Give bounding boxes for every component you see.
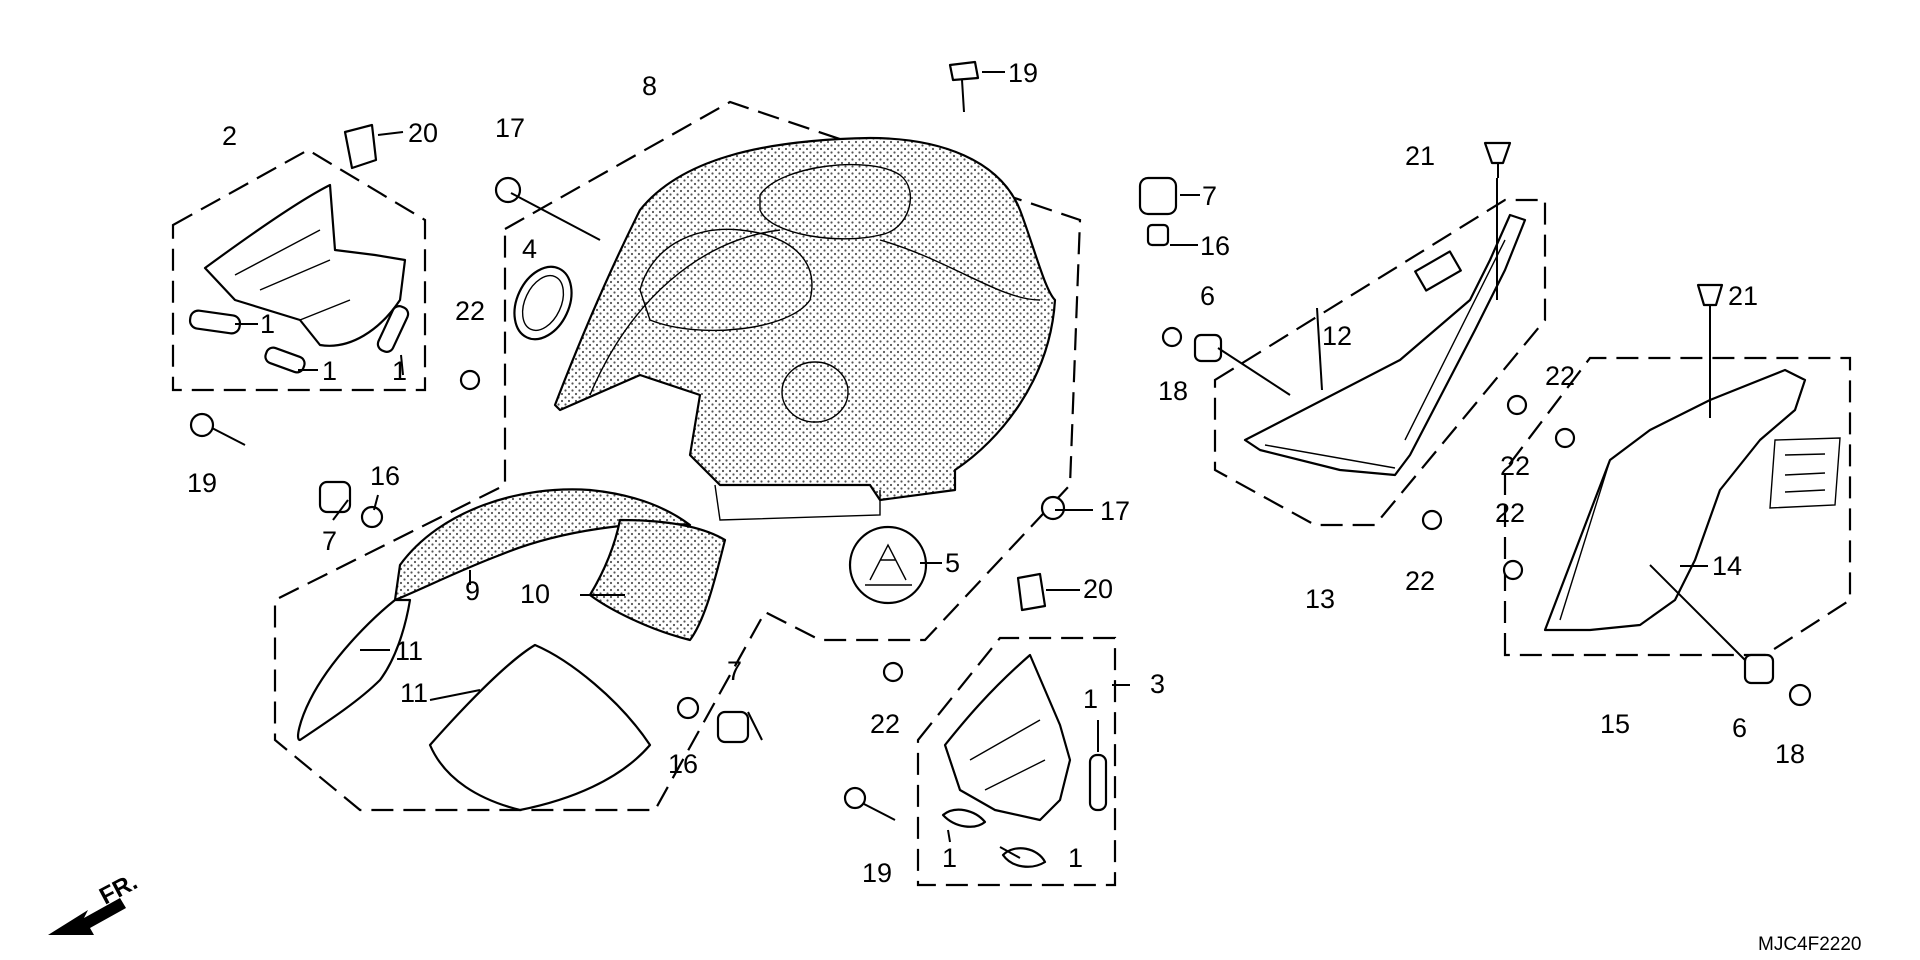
part-11-lower-shape xyxy=(428,643,652,812)
callout-7-top: 7 xyxy=(1202,181,1217,211)
clip-20-top xyxy=(343,123,378,170)
grommet-7-left xyxy=(318,480,352,514)
callout-1-e: 1 xyxy=(942,843,957,873)
callout-18-upper: 18 xyxy=(1158,376,1188,406)
collar-18-upper xyxy=(1161,326,1183,348)
callout-22-bottom: 22 xyxy=(870,709,900,739)
front-label: FR. xyxy=(95,868,142,910)
callout-6-lower: 6 xyxy=(1732,713,1747,743)
callout-12: 12 xyxy=(1322,321,1352,351)
part-10-shape xyxy=(588,518,727,642)
tank-side-fold xyxy=(589,229,1041,396)
part-4-ring xyxy=(513,265,573,341)
callout-13: 13 xyxy=(1305,584,1335,614)
part-5-emblem xyxy=(848,525,928,605)
callout-1-f: 1 xyxy=(1068,843,1083,873)
clip-20-right xyxy=(1016,572,1047,612)
bolt-19-top xyxy=(948,60,980,113)
bolt-19-left xyxy=(189,412,246,446)
callout-21-upper: 21 xyxy=(1405,141,1435,171)
callout-labels: 19 8 2 20 17 4 22 1 1 1 19 16 7 9 10 11 … xyxy=(187,58,1805,888)
diagram-code: MJC4F2220 xyxy=(1758,934,1862,955)
screw-17-right xyxy=(1040,495,1066,521)
part-14-side-cover xyxy=(1543,368,1841,632)
collar-16-top xyxy=(1146,223,1170,247)
part-11-upper-shape xyxy=(296,598,412,742)
callout-22-mid-b: 22 xyxy=(1405,566,1435,596)
screw-22-mid-b xyxy=(1421,509,1443,531)
callout-19-top: 19 xyxy=(1008,58,1038,88)
callout-19-bottom: 19 xyxy=(862,858,892,888)
tank-fill-recess xyxy=(759,163,911,240)
callout-8: 8 xyxy=(642,71,657,101)
callout-15: 15 xyxy=(1600,709,1630,739)
group-outline-2 xyxy=(171,148,427,392)
front-direction-indicator: FR. xyxy=(48,868,142,935)
part-9-shape xyxy=(393,488,692,602)
leader-lines xyxy=(235,71,1746,859)
callout-16-left: 16 xyxy=(370,461,400,491)
hrc-logo xyxy=(1769,437,1841,509)
callout-22-right-a: 22 xyxy=(1545,361,1575,391)
callout-22-right-b: 22 xyxy=(1495,498,1525,528)
screw-22-mid-a xyxy=(1506,394,1528,416)
callout-18-lower: 18 xyxy=(1775,739,1805,769)
callout-21-lower: 21 xyxy=(1728,281,1758,311)
callout-22-left: 22 xyxy=(455,296,485,326)
callout-1-b: 1 xyxy=(322,356,337,386)
screw-22-left xyxy=(459,369,481,391)
callout-19-left: 19 xyxy=(187,468,217,498)
callout-9: 9 xyxy=(465,576,480,606)
callout-20-right: 20 xyxy=(1083,574,1113,604)
callout-1-c: 1 xyxy=(392,356,407,386)
screw-22-right-a xyxy=(1554,427,1576,449)
callout-17-top: 17 xyxy=(495,113,525,143)
screw-17-top xyxy=(494,176,522,204)
callout-17-right: 17 xyxy=(1100,496,1130,526)
collar-18-lower xyxy=(1788,683,1812,707)
part-3-bracket xyxy=(941,653,1108,868)
callout-11-upper: 11 xyxy=(395,636,423,666)
grommet-7-bottom xyxy=(716,710,750,744)
hardware xyxy=(189,60,1812,821)
group-outline-8 xyxy=(273,100,1082,812)
callout-4: 4 xyxy=(522,234,537,264)
callout-20-top: 20 xyxy=(408,118,438,148)
callout-11-lower: 11 xyxy=(400,678,428,708)
callout-5: 5 xyxy=(945,548,960,578)
callout-1-a: 1 xyxy=(260,309,275,339)
grommet-7-top xyxy=(1138,176,1178,216)
clip-21-lower xyxy=(1696,283,1724,307)
callout-3: 3 xyxy=(1150,669,1165,699)
clip-21-upper xyxy=(1483,141,1512,165)
callout-10: 10 xyxy=(520,579,550,609)
grommet-6-upper xyxy=(1193,333,1223,363)
tank-inner-recess xyxy=(639,228,813,332)
part-2-bracket xyxy=(188,183,410,374)
tank-cover-shape xyxy=(553,136,1057,502)
tank-front-edge xyxy=(714,484,881,521)
collar-16-bottom xyxy=(676,696,700,720)
tank-port-ring xyxy=(781,361,849,423)
tank-cover-8 xyxy=(553,136,1057,521)
bolt-19-bottom xyxy=(843,786,896,821)
screw-22-bottom xyxy=(882,661,904,683)
callout-16-bottom: 16 xyxy=(668,749,698,779)
callout-6-upper: 6 xyxy=(1200,281,1215,311)
grommet-6-lower xyxy=(1743,653,1775,685)
callout-14: 14 xyxy=(1712,551,1742,581)
collar-16-left xyxy=(360,505,384,529)
callout-1-d: 1 xyxy=(1083,684,1098,714)
part-12-panel xyxy=(1243,213,1527,477)
lower-cover-parts xyxy=(296,488,727,812)
callout-7-bottom: 7 xyxy=(727,656,742,686)
callout-2: 2 xyxy=(222,121,237,151)
group-outline-3 xyxy=(916,636,1117,887)
callout-7-left: 7 xyxy=(322,526,337,556)
screw-22-right-b xyxy=(1502,559,1524,581)
callout-22-mid-a: 22 xyxy=(1500,451,1530,481)
callout-16-top: 16 xyxy=(1200,231,1230,261)
front-arrow-icon xyxy=(48,898,126,935)
